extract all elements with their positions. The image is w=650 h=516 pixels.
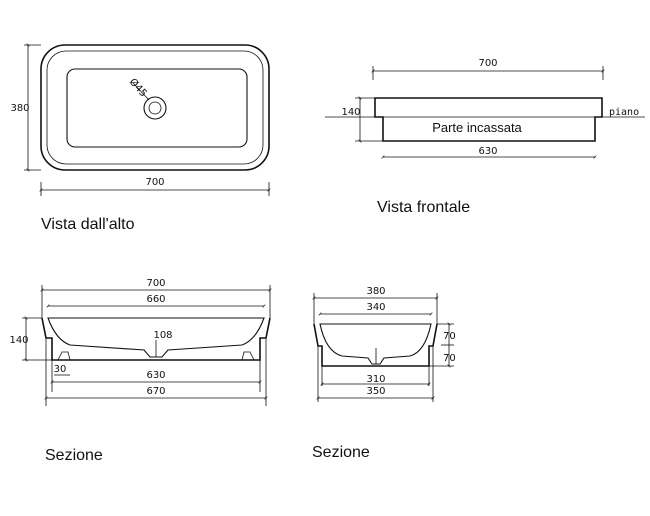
front-width-label: 700 xyxy=(478,58,497,69)
basin-base-foot-right xyxy=(241,351,255,361)
drain-hole-outer xyxy=(143,96,167,120)
embedded-width-label: 630 xyxy=(478,146,497,157)
hole-diameter-label: Ø45 xyxy=(127,76,150,99)
cross-section-outer xyxy=(313,323,438,367)
depth-label: 380 xyxy=(10,103,29,114)
front-view: 700 piano Parte incassata 140 630 Vista … xyxy=(325,58,645,216)
top-view: Ø45 380 700 Vista dall'alto xyxy=(10,43,271,233)
basin-bowl xyxy=(66,68,248,148)
front-view-title: Vista frontale xyxy=(377,199,470,216)
bottom-label: 670 xyxy=(146,386,165,397)
cross-upper-label: 70 xyxy=(443,331,456,342)
long-section-title: Sezione xyxy=(45,447,103,464)
cross-inner-label: 340 xyxy=(366,302,385,313)
drain-label: 108 xyxy=(153,330,172,341)
cross-section-inner xyxy=(319,323,432,365)
cross-base-label: 310 xyxy=(366,374,385,385)
inner-label: 660 xyxy=(146,294,165,305)
basin-section-outer xyxy=(41,317,271,361)
cross-section: 380 340 310 350 70 70 Sezione xyxy=(312,286,456,461)
cross-lower-label: 70 xyxy=(443,353,456,364)
cross-section-title: Sezione xyxy=(312,444,370,461)
top-view-title: Vista dall'alto xyxy=(41,216,135,233)
basin-outer-rim xyxy=(40,44,270,171)
height-label: 140 xyxy=(9,335,28,346)
width-label: 700 xyxy=(145,177,164,188)
basin-rim-inner xyxy=(46,50,264,165)
counter-label: piano xyxy=(609,107,639,118)
lip-label: 30 xyxy=(54,364,67,375)
outer-label: 700 xyxy=(146,278,165,289)
long-section: 700 660 108 140 30 630 670 Sezione xyxy=(9,278,272,464)
basin-section-inner xyxy=(47,317,265,358)
cross-bottom-label: 350 xyxy=(366,386,385,397)
embedded-part-label: Parte incassata xyxy=(432,120,522,135)
basin-base-foot-left xyxy=(57,351,71,361)
front-height-label: 140 xyxy=(341,107,360,118)
drain-hole-inner xyxy=(148,101,162,115)
base-label: 630 xyxy=(146,370,165,381)
cross-outer-label: 380 xyxy=(366,286,385,297)
